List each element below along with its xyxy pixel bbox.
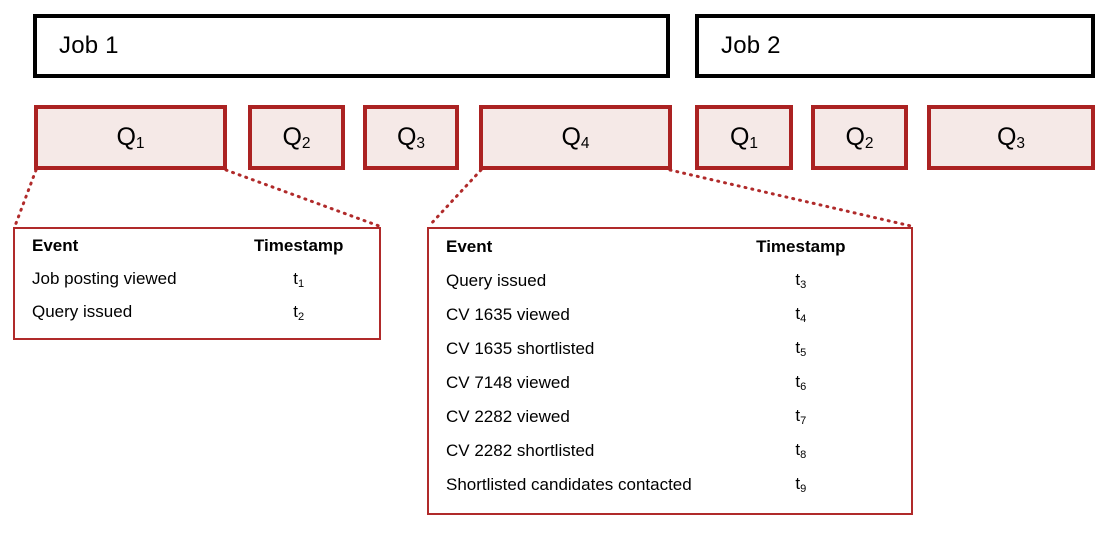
event-table-q4-grid: Event Timestamp Query issued t3 CV 1635 vi…	[429, 229, 911, 501]
query-box-job2-q3-label: Q3	[996, 123, 1026, 153]
job-box-1-label: Job 1	[59, 32, 119, 59]
cell-event: Shortlisted candidates contacted	[446, 474, 692, 494]
cell-event: Job posting viewed	[32, 269, 177, 288]
cell-timestamp: t2	[236, 295, 379, 328]
query-box-job1-q4[interactable]: Q4	[479, 105, 672, 170]
cell-event: CV 1635 shortlisted	[446, 338, 595, 358]
connector-q1-left-table-right-edge	[224, 168, 381, 228]
timestamp-value: t8	[795, 440, 807, 462]
cell-event: CV 2282 shortlisted	[446, 440, 595, 460]
query-box-job2-q1[interactable]: Q1	[695, 105, 793, 170]
cell-event: CV 2282 viewed	[446, 406, 570, 426]
table-row: CV 2282 viewed t7	[429, 399, 911, 433]
timestamp-value: t4	[795, 304, 807, 326]
query-box-job2-q1-label: Q1	[729, 123, 759, 153]
timestamp-value: t7	[795, 406, 807, 428]
cell-timestamp: t7	[746, 399, 911, 433]
query-box-job1-q3-label: Q3	[396, 123, 426, 153]
timestamp-value: t5	[795, 338, 807, 360]
cell-timestamp: t8	[746, 433, 911, 467]
event-table-q1-head: Event Timestamp	[15, 229, 379, 262]
job-box-1[interactable]: Job 1	[33, 14, 670, 78]
query-box-job1-q3[interactable]: Q3	[363, 105, 459, 170]
connector-q4-right-table-right-edge	[668, 168, 913, 228]
cell-event: Query issued	[446, 270, 547, 290]
table-row: Query issued t3	[429, 263, 911, 297]
table-row: Query issued t2	[15, 295, 379, 328]
connector-q1-left-table-left-edge	[13, 168, 38, 228]
timestamp-value: t1	[293, 268, 305, 290]
query-box-job1-q4-label: Q4	[561, 123, 590, 153]
timestamp-value: t2	[293, 301, 305, 323]
query-box-job2-q2-label: Q2	[845, 123, 874, 153]
table-row: Shortlisted candidates contacted t9	[429, 467, 911, 501]
cell-event: CV 1635 viewed	[446, 304, 570, 324]
column-header-timestamp: Timestamp	[253, 236, 344, 255]
cell-timestamp: t6	[746, 365, 911, 399]
query-box-job1-q2-label: Q2	[282, 123, 311, 153]
table-header-row: Event Timestamp	[429, 229, 911, 263]
column-header-event: Event	[32, 236, 79, 255]
timestamp-value: t9	[795, 474, 807, 496]
cell-event: CV 7148 viewed	[446, 372, 570, 392]
column-header-event: Event	[446, 236, 493, 256]
job-box-2-label: Job 2	[721, 32, 781, 59]
cell-timestamp: t3	[746, 263, 911, 297]
event-table-q4: Event Timestamp Query issued t3 CV 1635 vi…	[427, 227, 913, 515]
table-row: CV 1635 shortlisted t5	[429, 331, 911, 365]
event-table-q4-body: Query issued t3 CV 1635 viewed t4 CV 1635 sh…	[429, 263, 911, 501]
event-table-q4-head: Event Timestamp	[429, 229, 911, 263]
cell-timestamp: t5	[746, 331, 911, 365]
cell-timestamp: t9	[746, 467, 911, 501]
timestamp-value: t6	[795, 372, 807, 394]
cell-timestamp: t4	[746, 297, 911, 331]
connector-q4-right-table-left-edge	[427, 168, 483, 228]
cell-event: Query issued	[32, 302, 133, 321]
table-row: Job posting viewed t1	[15, 262, 379, 295]
table-row: CV 2282 shortlisted t8	[429, 433, 911, 467]
cell-timestamp: t1	[236, 262, 379, 295]
table-header-row: Event Timestamp	[15, 229, 379, 262]
query-box-job2-q3[interactable]: Q3	[927, 105, 1095, 170]
query-box-job1-q1-label: Q1	[116, 123, 145, 153]
table-row: CV 7148 viewed t6	[429, 365, 911, 399]
column-header-timestamp: Timestamp	[756, 236, 846, 256]
timestamp-value: t3	[795, 270, 807, 292]
job-box-2[interactable]: Job 2	[695, 14, 1095, 78]
query-box-job1-q2[interactable]: Q2	[248, 105, 345, 170]
table-row: CV 1635 viewed t4	[429, 297, 911, 331]
query-box-job2-q2[interactable]: Q2	[811, 105, 908, 170]
query-box-job1-q1[interactable]: Q1	[34, 105, 227, 170]
